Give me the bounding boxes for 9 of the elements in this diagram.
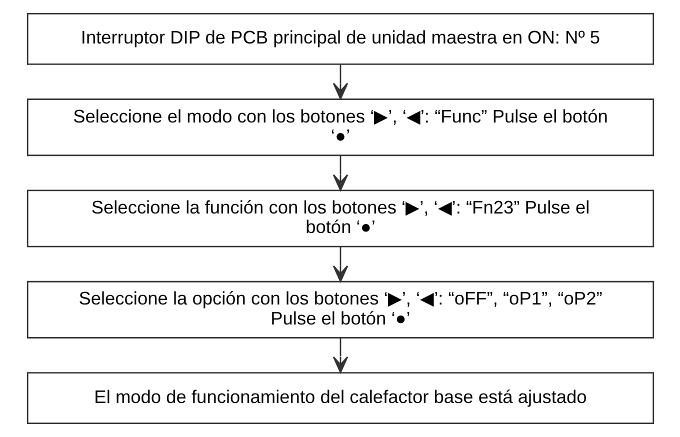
node-box: Interruptor DIP de PCB principal de unidad maestra en ON: Nº 5	[26, 12, 654, 65]
arrow	[332, 246, 348, 282]
node-box: El modo de funcionamiento del calefactor base está ajustado	[26, 372, 654, 424]
node-box: Seleccione la opción con los botones ‘▶’, ‘◀’: “oFF”, “oP1”, “oP2” Pulse el botón ‘●’	[26, 280, 654, 338]
arrow	[332, 156, 348, 191]
node-box: Seleccione la función con los botones ‘▶’, ‘◀’: “Fn23” Pulse el botón ‘●’	[26, 190, 654, 248]
node-box: Seleccione el modo con los botones ‘▶’, ‘◀’: “Func” Pulse el botón ‘●’	[26, 98, 654, 156]
arrow	[332, 338, 348, 374]
arrow	[332, 64, 348, 100]
